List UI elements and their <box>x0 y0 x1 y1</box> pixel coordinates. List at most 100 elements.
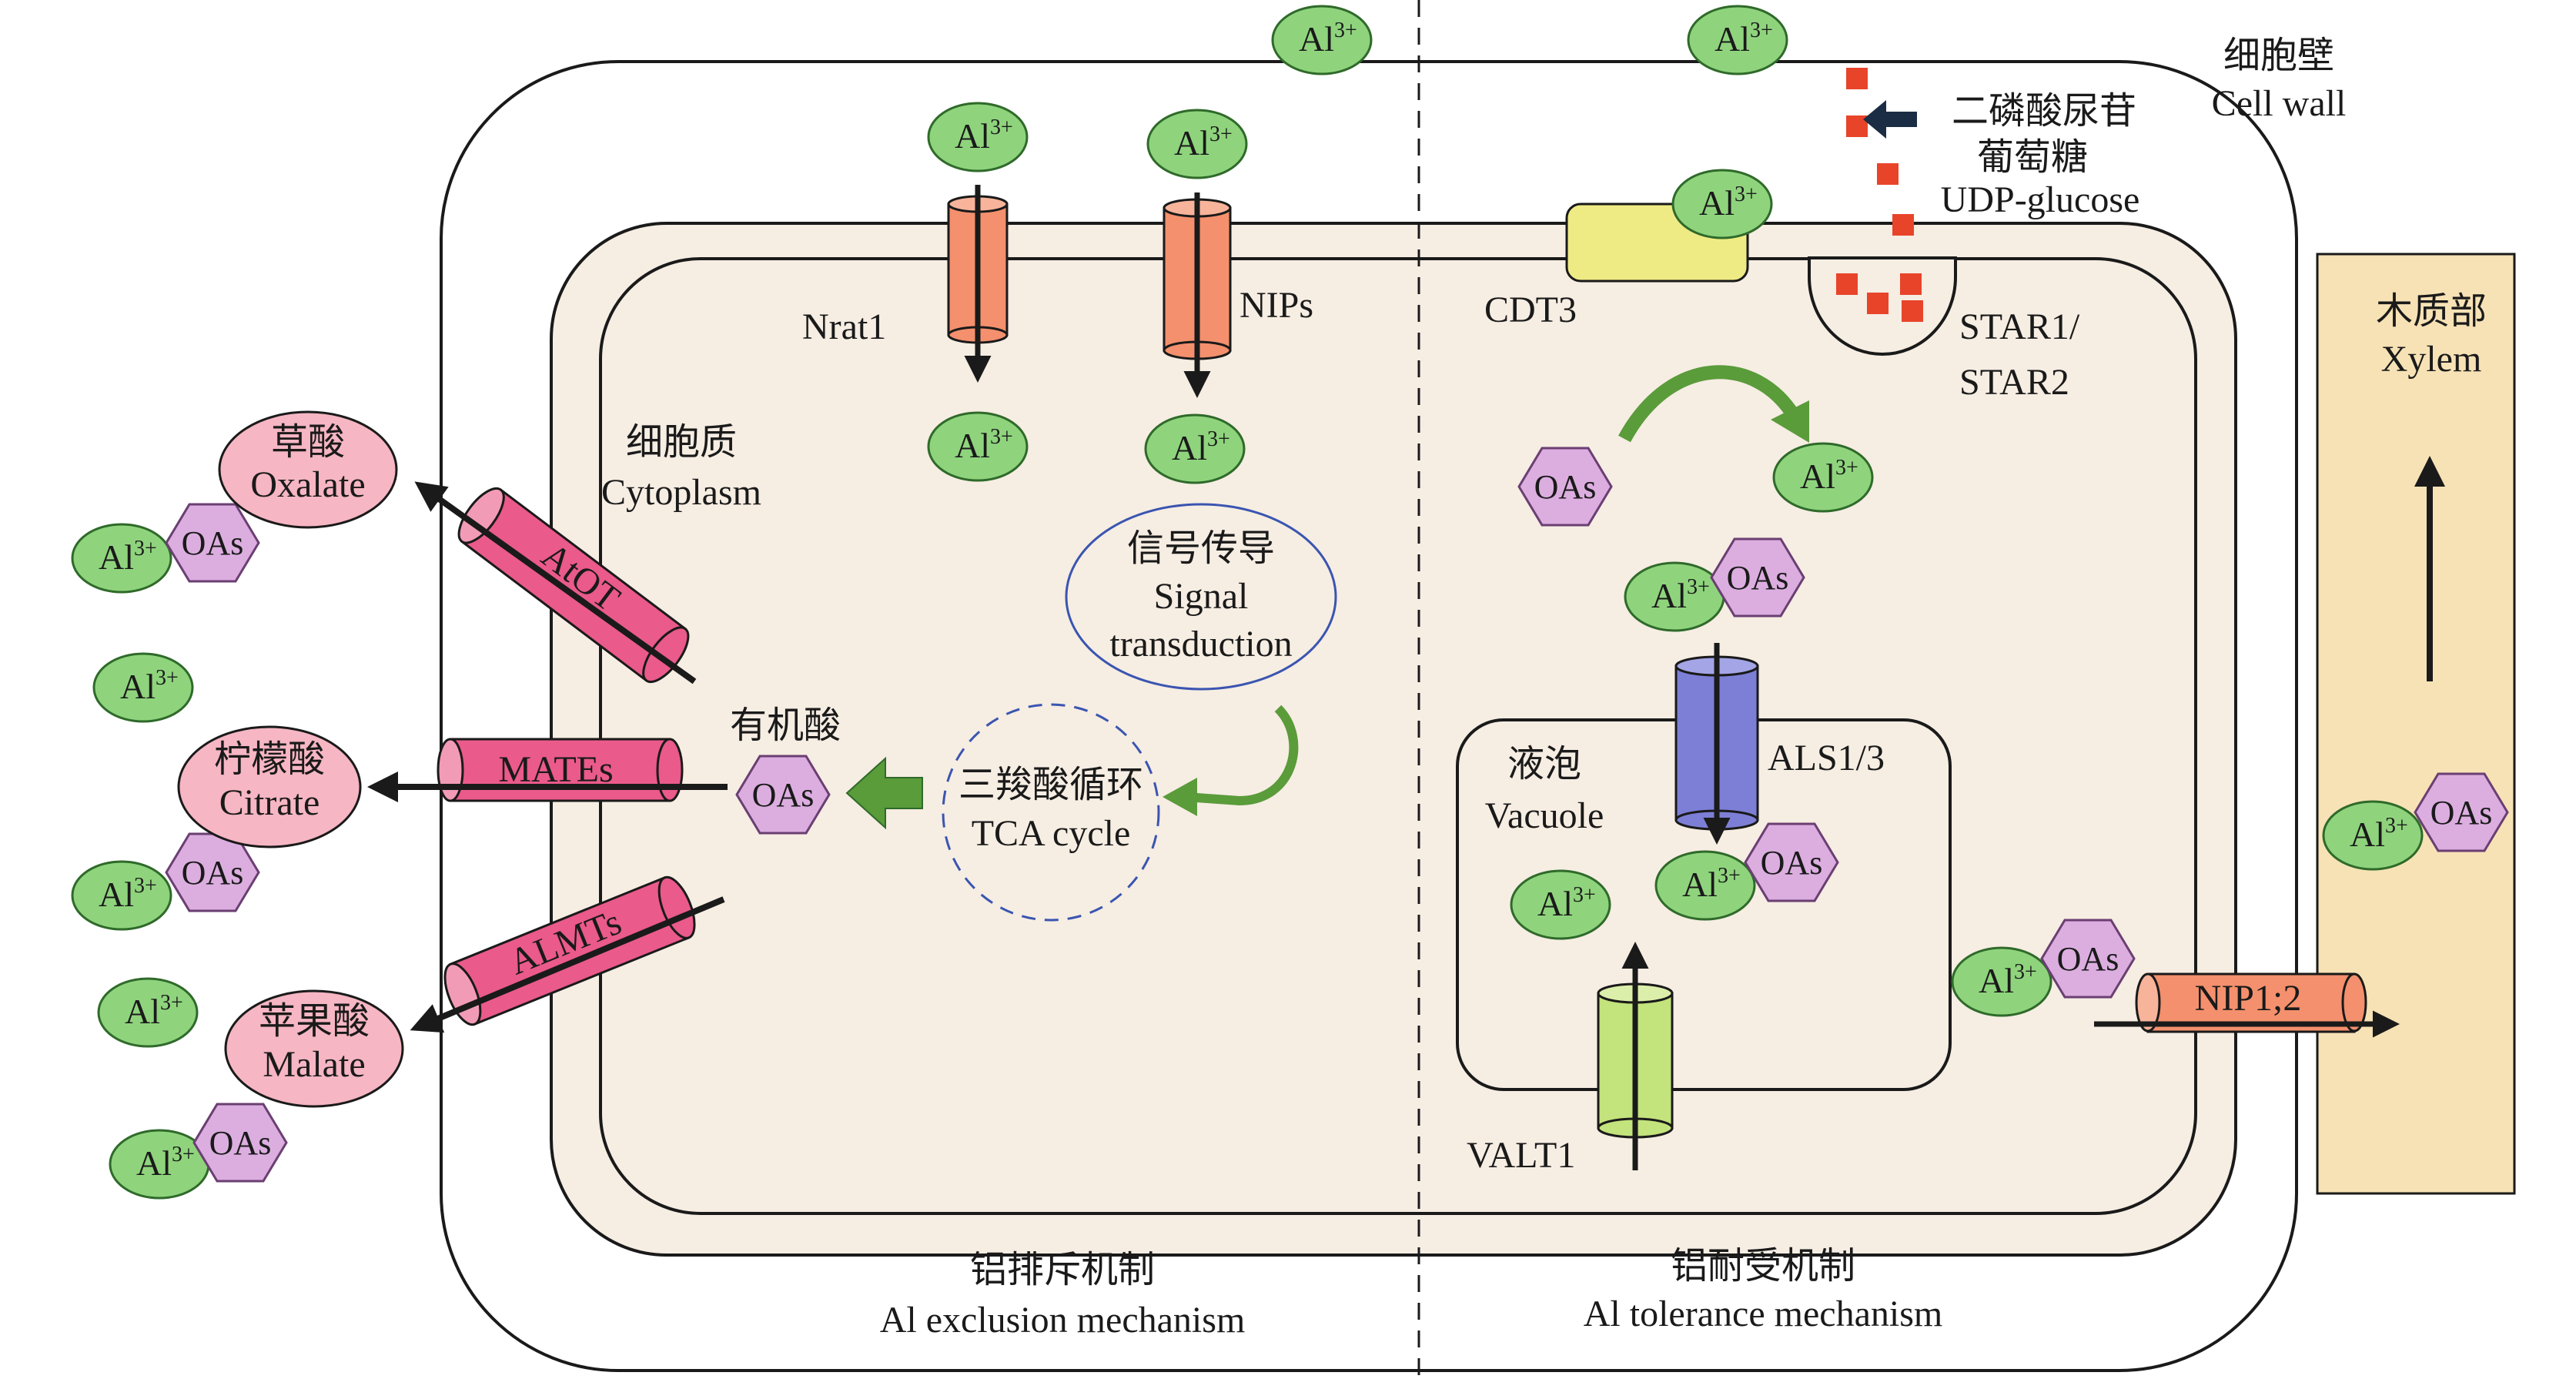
udp-square <box>1877 163 1899 185</box>
svg-text:Oxalate: Oxalate <box>250 464 365 505</box>
al-oas-complex: Al3+ OAs <box>1624 537 1805 632</box>
svg-text:Al3+: Al3+ <box>955 115 1013 156</box>
signal-label-en-1: Signal <box>1154 576 1249 617</box>
svg-text:Al3+: Al3+ <box>1537 883 1596 923</box>
vacuole-label-en: Vacuole <box>1485 795 1604 836</box>
svg-text:OAs: OAs <box>1727 559 1789 597</box>
svg-text:Al3+: Al3+ <box>1651 575 1710 615</box>
udp-label-cn-1: 二磷酸尿苷 <box>1952 91 2136 132</box>
cell-wall-label-cn: 细胞壁 <box>2223 35 2334 76</box>
udp-square <box>1846 68 1868 89</box>
nips-label: NIPs <box>1239 285 1313 326</box>
al-ion: Al3+ <box>1671 169 1773 239</box>
signal-label-cn: 信号传导 <box>1127 528 1275 569</box>
oxalate-bubble: 草酸 Oxalate <box>218 410 398 529</box>
tca-label-cn: 三羧酸循环 <box>958 765 1143 805</box>
svg-text:Al3+: Al3+ <box>120 666 179 706</box>
citrate-bubble: 柠檬酸 Citrate <box>177 725 362 848</box>
svg-text:OAs: OAs <box>182 524 244 562</box>
svg-text:Al3+: Al3+ <box>1299 18 1357 59</box>
al-oas-complex: Al3+ OAs <box>109 1103 288 1200</box>
svg-text:OAs: OAs <box>182 854 244 892</box>
tolerance-label-cn: 铝耐受机制 <box>1671 1246 1855 1287</box>
star-label-2: STAR2 <box>1959 362 2069 403</box>
al-oas-complex: Al3+ OAs <box>71 503 260 594</box>
al-ion: Al3+ <box>1271 5 1373 75</box>
nrat1-label: Nrat1 <box>802 306 886 347</box>
svg-text:Citrate: Citrate <box>219 782 320 823</box>
al-ion: Al3+ <box>1510 869 1611 940</box>
svg-text:Malate: Malate <box>263 1044 365 1085</box>
svg-text:OAs: OAs <box>752 776 815 814</box>
almts-arrow <box>410 896 725 1033</box>
svg-text:Al3+: Al3+ <box>136 1143 195 1183</box>
udp-label-cn-2: 葡萄糖 <box>1977 137 2088 178</box>
oas-hexagon: OAs <box>735 755 831 835</box>
al-ion: Al3+ <box>927 411 1029 482</box>
malate-bubble: 苹果酸 Malate <box>224 989 404 1108</box>
svg-text:Al3+: Al3+ <box>1172 427 1230 467</box>
vacuole-label-cn: 液泡 <box>1507 744 1581 785</box>
svg-text:草酸: 草酸 <box>271 422 345 463</box>
oas-hexagon: OAs <box>1517 447 1613 527</box>
al-oas-complex: Al3+ OAs <box>1654 822 1839 921</box>
signal-transduction-ellipse <box>1065 503 1337 691</box>
al-ion: Al3+ <box>92 652 194 723</box>
svg-text:OAs: OAs <box>2430 794 2493 832</box>
atot-arrow <box>414 481 697 684</box>
signal-to-tca-arrow <box>1185 705 1299 806</box>
svg-text:OAs: OAs <box>2057 940 2119 978</box>
udp-arrow <box>1863 100 1917 139</box>
organic-acid-label: 有机酸 <box>730 705 841 746</box>
tolerance-label-en: Al tolerance mechanism <box>1584 1294 1942 1334</box>
svg-text:Al3+: Al3+ <box>2350 814 2408 854</box>
al-ion: Al3+ <box>1144 413 1246 484</box>
udp-square <box>1900 273 1922 295</box>
al-oas-complex: Al3+ OAs <box>1951 919 2136 1017</box>
xylem-label-en: Xylem <box>2381 339 2482 380</box>
svg-text:Al3+: Al3+ <box>1174 122 1233 162</box>
svg-text:Al3+: Al3+ <box>1682 864 1741 904</box>
svg-text:OAs: OAs <box>209 1124 272 1162</box>
svg-text:Al3+: Al3+ <box>1979 960 2037 1000</box>
exclusion-label-en: Al exclusion mechanism <box>880 1300 1246 1341</box>
svg-text:苹果酸: 苹果酸 <box>259 1001 370 1042</box>
svg-text:Al3+: Al3+ <box>955 425 1013 465</box>
oas-release-arrow <box>1618 365 1800 443</box>
svg-text:Al3+: Al3+ <box>1800 456 1858 496</box>
mates-label: MATEs <box>498 749 613 790</box>
al-ion: Al3+ <box>1772 442 1874 513</box>
svg-text:OAs: OAs <box>1534 468 1597 506</box>
udp-square <box>1892 214 1914 236</box>
udp-square <box>1902 300 1923 322</box>
als-label: ALS1/3 <box>1768 738 1885 778</box>
al-oas-complex: Al3+ OAs <box>2322 772 2509 871</box>
al-ion: Al3+ <box>1146 109 1248 179</box>
al-oas-complex: Al3+ OAs <box>71 832 260 931</box>
al-ion: Al3+ <box>97 977 199 1048</box>
cell-wall-label-en: Cell wall <box>2212 83 2347 124</box>
udp-square <box>1867 293 1889 314</box>
xylem-label-cn: 木质部 <box>2376 291 2487 332</box>
svg-text:Al3+: Al3+ <box>99 537 157 577</box>
svg-text:柠檬酸: 柠檬酸 <box>214 739 325 780</box>
udp-square <box>1836 273 1858 295</box>
svg-text:OAs: OAs <box>1761 844 1823 882</box>
svg-text:Al3+: Al3+ <box>99 874 157 914</box>
cdt3-label: CDT3 <box>1484 290 1577 330</box>
tca-cycle-circle <box>942 703 1160 922</box>
cytoplasm-label-cn: 细胞质 <box>626 422 737 463</box>
svg-text:Al3+: Al3+ <box>1699 182 1758 223</box>
tca-label-en: TCA cycle <box>972 813 1131 854</box>
exclusion-label-cn: 铝排斥机制 <box>970 1250 1155 1290</box>
udp-label-en: UDP-glucose <box>1941 179 2140 220</box>
svg-text:Al3+: Al3+ <box>1715 18 1773 59</box>
star-label-1: STAR1/ <box>1959 306 2080 347</box>
signal-label-en-2: transduction <box>1109 624 1292 664</box>
svg-text:Al3+: Al3+ <box>125 991 183 1031</box>
valt1-label: VALT1 <box>1467 1135 1575 1176</box>
nip12-label: NIP1;2 <box>2195 978 2302 1019</box>
al-ion: Al3+ <box>927 102 1029 172</box>
